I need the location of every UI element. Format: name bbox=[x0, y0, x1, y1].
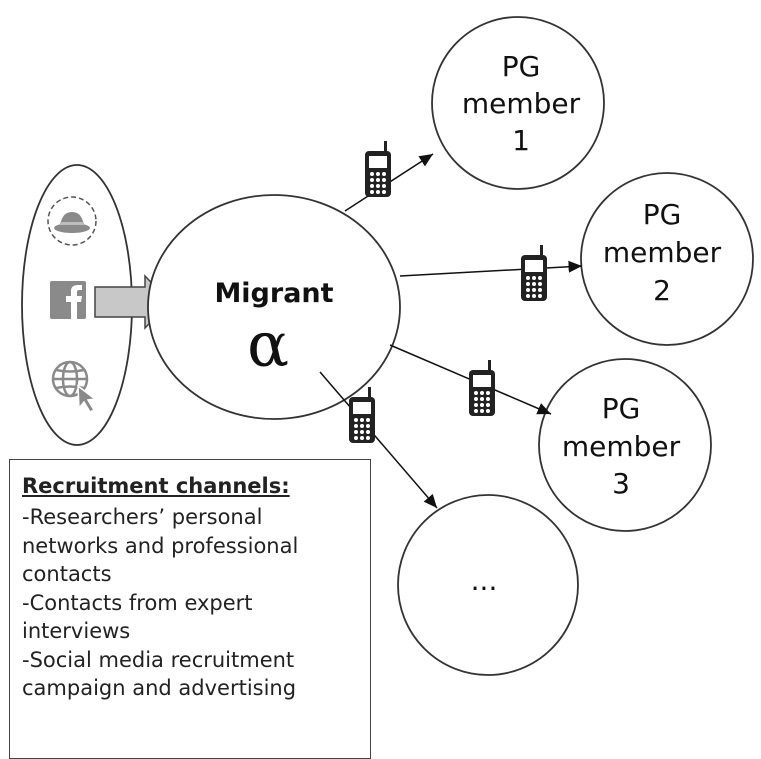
pg-member-3-line1: PG bbox=[602, 392, 641, 425]
globe-click-icon bbox=[51, 360, 97, 413]
pg-member-2-line3: 2 bbox=[653, 274, 671, 307]
migrant-label: Migrant bbox=[214, 278, 333, 309]
pg-member-2-line1: PG bbox=[643, 198, 682, 231]
connection-arrow-2 bbox=[399, 260, 583, 277]
pg-member-1-line2: member bbox=[462, 87, 581, 120]
pg-member-3-node bbox=[538, 358, 712, 532]
recruitment-channels-box: Recruitment channels: -Researchers’ pers… bbox=[9, 459, 371, 759]
fedora-hat-icon bbox=[47, 196, 97, 246]
mobile-phone-icon bbox=[365, 141, 391, 197]
mobile-phone-icon bbox=[521, 245, 547, 301]
pg-member-2-line2: member bbox=[603, 236, 722, 269]
migrant-node bbox=[147, 194, 401, 420]
legend-item-3: -Social media recruitment campaign and a… bbox=[22, 647, 297, 701]
migrant-alpha-symbol: α bbox=[247, 308, 289, 381]
connection-arrow-4 bbox=[319, 371, 438, 509]
legend-item-1: -Researchers’ personal networks and prof… bbox=[22, 505, 299, 586]
pg-member-more-node bbox=[397, 494, 579, 676]
pg-member-3-line2: member bbox=[562, 430, 681, 463]
pg-member-1-line1: PG bbox=[502, 50, 541, 83]
pg-member-more-label: ... bbox=[471, 564, 498, 597]
pg-member-1-node bbox=[431, 16, 605, 190]
pg-member-1-line3: 1 bbox=[512, 124, 530, 157]
facebook-icon bbox=[50, 281, 86, 319]
mobile-phone-icon bbox=[469, 360, 495, 416]
legend-title: Recruitment channels: bbox=[22, 474, 290, 498]
pg-member-2-node bbox=[580, 172, 754, 346]
legend-item-2: -Contacts from expert interviews bbox=[22, 590, 253, 644]
pg-member-3-line3: 3 bbox=[612, 467, 630, 500]
